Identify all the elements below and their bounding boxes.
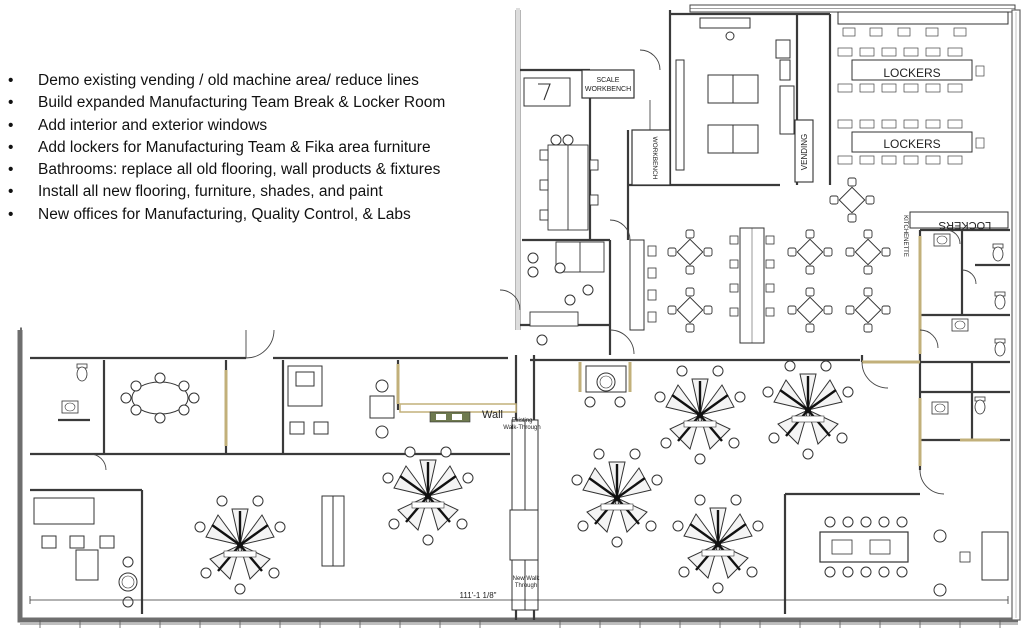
label-walkthrough-new: New Walk: [513, 576, 541, 582]
dimension-line: [29, 596, 1009, 604]
label-lockers-rotated: LOCKERS: [939, 219, 992, 231]
bottom-ruler: [20, 620, 1018, 628]
renovation-scope-list: •Demo existing vending / old machine are…: [8, 70, 445, 226]
label-scale-workbench: WORKBENCH: [585, 86, 631, 93]
label-walkthrough-existing-2: Walk-Through: [503, 425, 540, 431]
label-lockers-2: LOCKERS: [883, 137, 940, 151]
locker-banks: [837, 11, 1009, 229]
label-kitchen: KITCHENETTE: [902, 215, 908, 257]
label-scale: SCALE: [597, 77, 620, 84]
office-bottom-left: [33, 497, 138, 608]
label-walkthrough-new-2: Through: [515, 583, 537, 589]
conference-bottom-right: [819, 516, 1009, 597]
benching-desks: [321, 419, 539, 611]
scope-item-offices: •New offices for Manufacturing, Quality …: [8, 205, 411, 223]
interior-windows: [224, 236, 1000, 466]
break-room-tables: [629, 178, 890, 344]
scope-item-break-room: •Build expanded Manufacturing Team Break…: [8, 94, 446, 112]
label-walkthrough-existing: Existing: [511, 418, 532, 424]
label-workbench: WORKBENCH: [651, 137, 658, 180]
scope-item-lockers: •Add lockers for Manufacturing Team & Fi…: [8, 138, 431, 156]
vending-machine: [794, 119, 814, 183]
label-wall: Wall: [482, 409, 503, 421]
conference-table-left: [120, 372, 200, 424]
label-vending: VENDING: [800, 134, 809, 170]
door-swings: [89, 49, 977, 495]
lab-room-tables: [675, 17, 795, 171]
scale-workbench-area: [523, 69, 671, 346]
scope-item-bathrooms: •Bathrooms: replace all old flooring, wa…: [8, 161, 441, 179]
locker-benches: [837, 27, 985, 165]
scope-item-finishes: •Install all new flooring, furniture, sh…: [8, 183, 383, 201]
scope-item-demo: •Demo existing vending / old machine are…: [8, 72, 419, 89]
label-dimension: 111'-1 1/8": [460, 591, 497, 600]
hallway-windows: [399, 403, 517, 423]
scope-item-windows: •Add interior and exterior windows: [8, 116, 268, 134]
office-desks-left: [287, 365, 627, 439]
label-lockers-1: LOCKERS: [883, 66, 940, 80]
